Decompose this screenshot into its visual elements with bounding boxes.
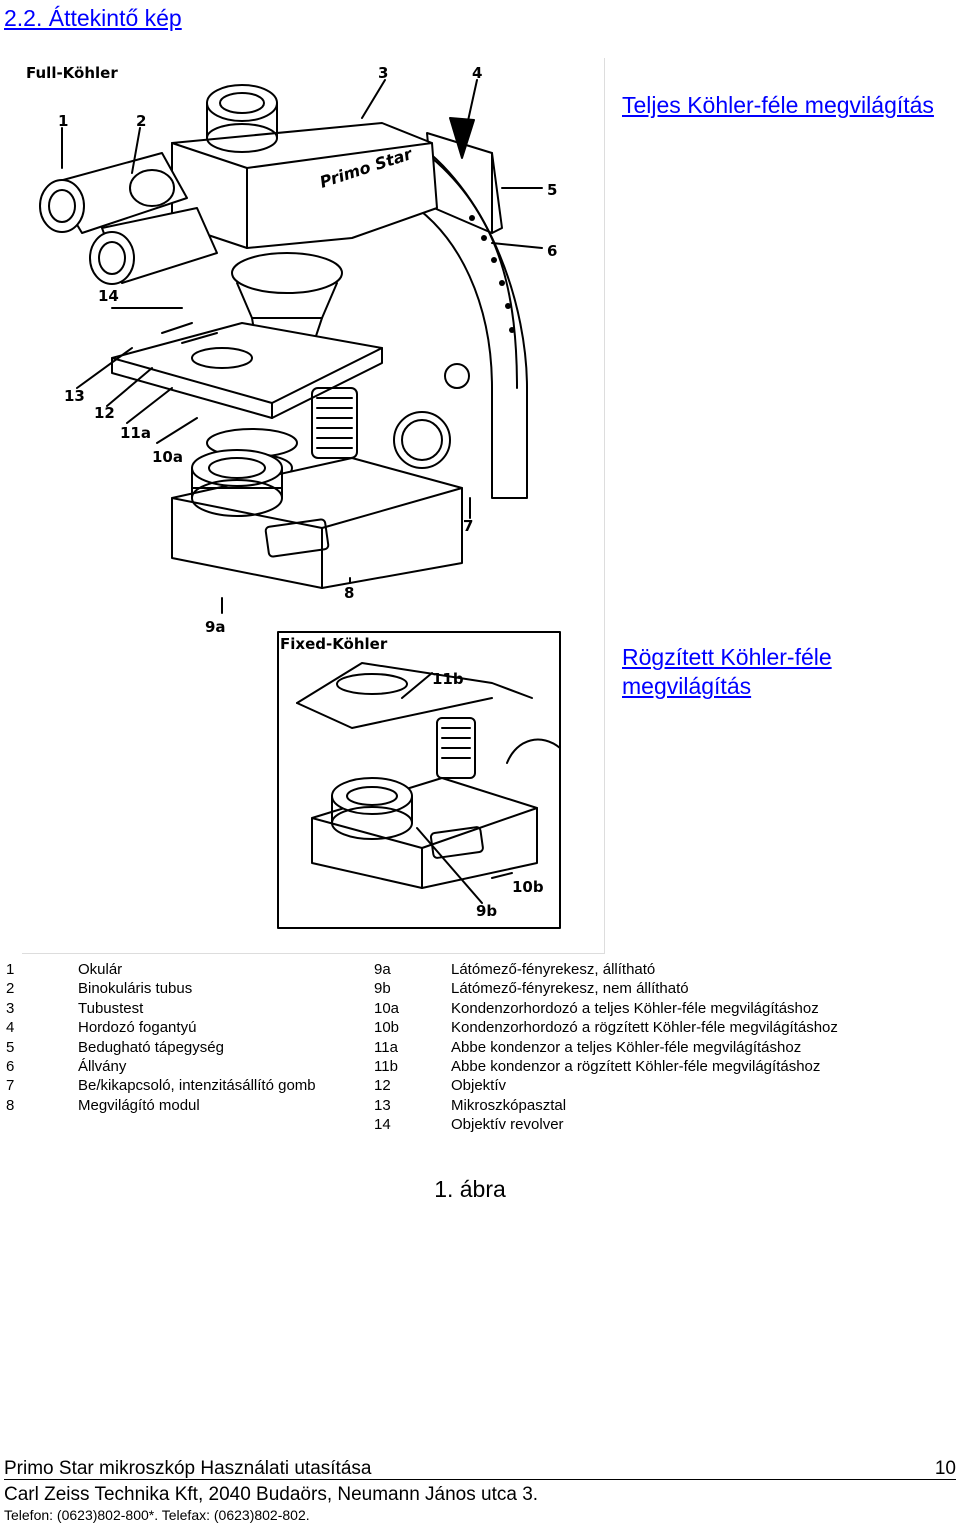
arm-dots xyxy=(469,215,515,333)
callout-2: 2 xyxy=(136,112,146,130)
full-kohler-label: Teljes Köhler-féle megvilágítás xyxy=(622,92,934,118)
microscope-illustration: Full-Köhler Fixed-Köhler Primo Star 1 2 … xyxy=(26,64,561,929)
fixed-kohler-label: Rögzített Köhler-féle megvilágítás xyxy=(622,644,832,699)
fixed-kohler-title: Fixed-Köhler xyxy=(280,635,388,653)
callout-14: 14 xyxy=(98,287,119,305)
company-contact: Telefon: (0623)802-800*. Telefax: (0623)… xyxy=(4,1507,310,1523)
callout-6: 6 xyxy=(547,242,557,260)
callout-10a: 10a xyxy=(152,448,183,466)
fixed-kohler-inset-frame xyxy=(277,631,561,929)
callout-5: 5 xyxy=(547,181,557,199)
callout-11b: 11b xyxy=(432,670,464,688)
tube-body xyxy=(171,122,438,249)
footer-divider xyxy=(4,1479,956,1480)
callout-9b: 9b xyxy=(476,902,497,920)
callout-8: 8 xyxy=(344,584,354,602)
manual-title: Primo Star mikroszkóp Használati utasítá… xyxy=(4,1458,372,1479)
callout-4: 4 xyxy=(472,64,482,82)
callout-11a: 11a xyxy=(120,424,151,442)
full-kohler-title: Full-Köhler xyxy=(26,64,118,82)
page-number: 10 xyxy=(934,1458,956,1479)
callout-10b: 10b xyxy=(512,878,544,896)
callout-1: 1 xyxy=(58,112,68,130)
callout-12: 12 xyxy=(94,404,115,422)
callout-7: 7 xyxy=(463,517,473,535)
base xyxy=(171,457,463,589)
figure-text: Full-Köhler Fixed-Köhler Primo Star 1 2 … xyxy=(26,64,557,920)
callout-3: 3 xyxy=(378,64,388,82)
microscope-figure-panel: Full-Köhler Fixed-Köhler Primo Star 1 2 … xyxy=(22,58,605,954)
footer-title-row: Primo Star mikroszkóp Használati utasítá… xyxy=(4,1458,956,1480)
figure-caption: 1. ábra xyxy=(434,1176,506,1202)
callout-9a: 9a xyxy=(205,618,226,636)
company-address: Carl Zeiss Technika Kft, 2040 Budaörs, N… xyxy=(4,1484,539,1505)
callout-13: 13 xyxy=(64,387,85,405)
section-title: 2.2. Áttekintő kép xyxy=(4,5,182,31)
